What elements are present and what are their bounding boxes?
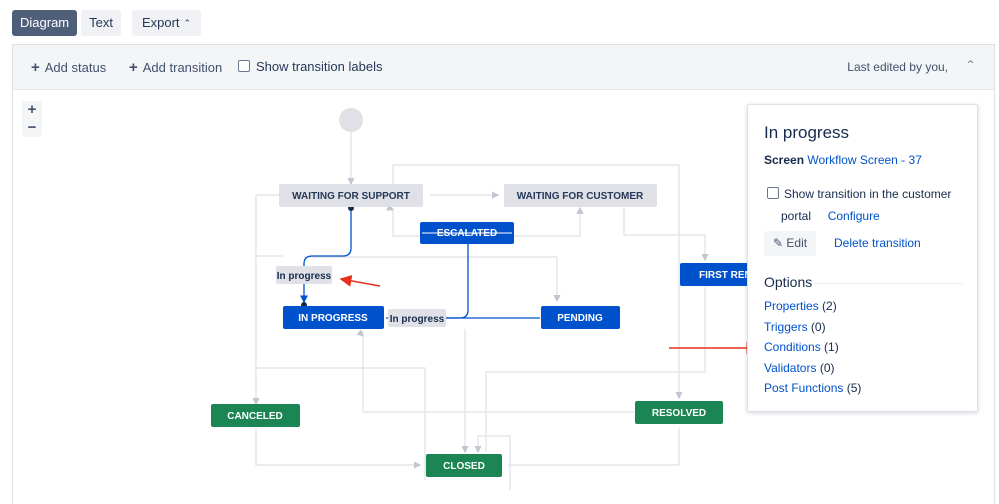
- status-canceled[interactable]: CANCELED: [211, 404, 300, 427]
- status-label: PENDING: [557, 313, 603, 324]
- customer-portal-checkbox[interactable]: [767, 187, 779, 199]
- annotation-arrow: [339, 274, 381, 287]
- option-link[interactable]: Post Functions: [764, 381, 844, 395]
- selected-transition-line: [300, 208, 540, 319]
- status-escalated[interactable]: ESCALATED: [420, 222, 514, 244]
- checkbox-box[interactable]: [238, 60, 250, 72]
- tab-text[interactable]: Text: [81, 10, 121, 36]
- tab-diagram[interactable]: Diagram: [12, 10, 78, 36]
- status-closed[interactable]: CLOSED: [426, 454, 502, 477]
- delete-transition-link[interactable]: Delete transition: [834, 236, 921, 250]
- screen-link[interactable]: Workflow Screen - 37: [807, 153, 922, 167]
- status-label: CANCELED: [227, 411, 283, 422]
- checkbox-label: Show transition in the customer: [784, 187, 952, 201]
- chevron-down-icon: ⌃: [183, 18, 192, 28]
- collapse-chevron-icon[interactable]: ⌃: [965, 58, 976, 71]
- edit-label: Edit: [786, 236, 808, 250]
- option-post-functions: Post Functions (5): [764, 381, 861, 402]
- export-label: Export: [141, 15, 180, 30]
- screen-row: Screen Workflow Screen - 37: [764, 153, 922, 167]
- option-conditions: Conditions (1): [764, 340, 861, 361]
- status-in-progress[interactable]: IN PROGRESS: [283, 306, 384, 329]
- option-triggers: Triggers (0): [764, 320, 861, 341]
- option-count: (2): [822, 299, 837, 313]
- plus-icon: +: [129, 59, 138, 76]
- status-waiting-for-customer[interactable]: WAITING FOR CUSTOMER: [504, 184, 657, 207]
- last-edited-text: Last edited by you,: [847, 60, 948, 74]
- status-label: RESOLVED: [652, 408, 706, 419]
- add-transition-button[interactable]: + Add transition: [129, 59, 222, 76]
- status-label: IN PROGRESS: [298, 313, 368, 324]
- transition-label-text: In progress: [277, 271, 332, 282]
- add-status-label: Add status: [44, 60, 107, 75]
- option-count: (5): [846, 381, 862, 395]
- option-link[interactable]: Conditions: [764, 340, 821, 354]
- option-link[interactable]: Triggers: [764, 319, 808, 334]
- option-validators: Validators (0): [764, 361, 861, 382]
- start-node[interactable]: [339, 108, 363, 132]
- editor-toolbar: + Add status + Add transition Show transit…: [13, 45, 994, 90]
- zoom-out-button[interactable]: −: [27, 119, 37, 136]
- option-link[interactable]: Properties: [764, 299, 819, 313]
- status-label: WAITING FOR CUSTOMER: [517, 191, 644, 202]
- option-count: (0): [810, 319, 826, 334]
- edit-button[interactable]: ✎ Edit: [764, 231, 817, 256]
- zoom-in-button[interactable]: +: [27, 101, 37, 118]
- pencil-icon: ✎: [773, 236, 784, 250]
- status-first-response[interactable]: FIRST REM: [680, 263, 753, 286]
- show-transition-labels-checkbox[interactable]: Show transition labels: [238, 59, 382, 74]
- option-count: (0): [819, 360, 835, 375]
- options-list: Properties (2) Triggers (0) Conditions (…: [764, 299, 861, 402]
- option-count: (1): [824, 340, 839, 354]
- transition-label-in-progress[interactable]: In progress: [276, 266, 332, 284]
- workflow-diagram: WAITING FOR SUPPORT WAITING FOR CUSTOMER…: [211, 108, 759, 490]
- configure-link[interactable]: Configure: [827, 209, 880, 223]
- view-tabs: Diagram Text Export⌃: [12, 10, 202, 36]
- status-waiting-for-support[interactable]: WAITING FOR SUPPORT: [279, 184, 423, 207]
- options-heading: Options: [764, 274, 813, 290]
- option-link[interactable]: Validators: [764, 360, 817, 375]
- export-dropdown[interactable]: Export⌃: [131, 10, 202, 36]
- status-pending[interactable]: PENDING: [541, 306, 620, 329]
- transition-label-in-progress-2[interactable]: In progress: [388, 309, 446, 327]
- checkbox-label-2: portal: [781, 209, 812, 223]
- add-transition-label: Add transition: [142, 60, 223, 75]
- customer-portal-checkbox-row: Show transition in the customer portal C…: [767, 183, 967, 227]
- transition-lines: [252, 132, 709, 490]
- option-properties: Properties (2): [764, 299, 861, 320]
- screen-label: Screen: [764, 153, 805, 167]
- status-label: WAITING FOR SUPPORT: [292, 191, 410, 202]
- status-resolved[interactable]: RESOLVED: [635, 401, 723, 424]
- status-label: FIRST REM: [699, 270, 753, 281]
- transition-details-panel: In progress Screen Workflow Screen - 37 …: [747, 104, 978, 412]
- add-status-button[interactable]: + Add status: [31, 59, 106, 76]
- zoom-controls: + −: [22, 101, 42, 137]
- transition-label-text: In progress: [390, 314, 445, 325]
- show-labels-text: Show transition labels: [256, 59, 383, 74]
- options-divider: [813, 283, 963, 284]
- panel-title: In progress: [764, 123, 850, 142]
- status-label: CLOSED: [443, 461, 485, 472]
- plus-icon: +: [31, 59, 40, 76]
